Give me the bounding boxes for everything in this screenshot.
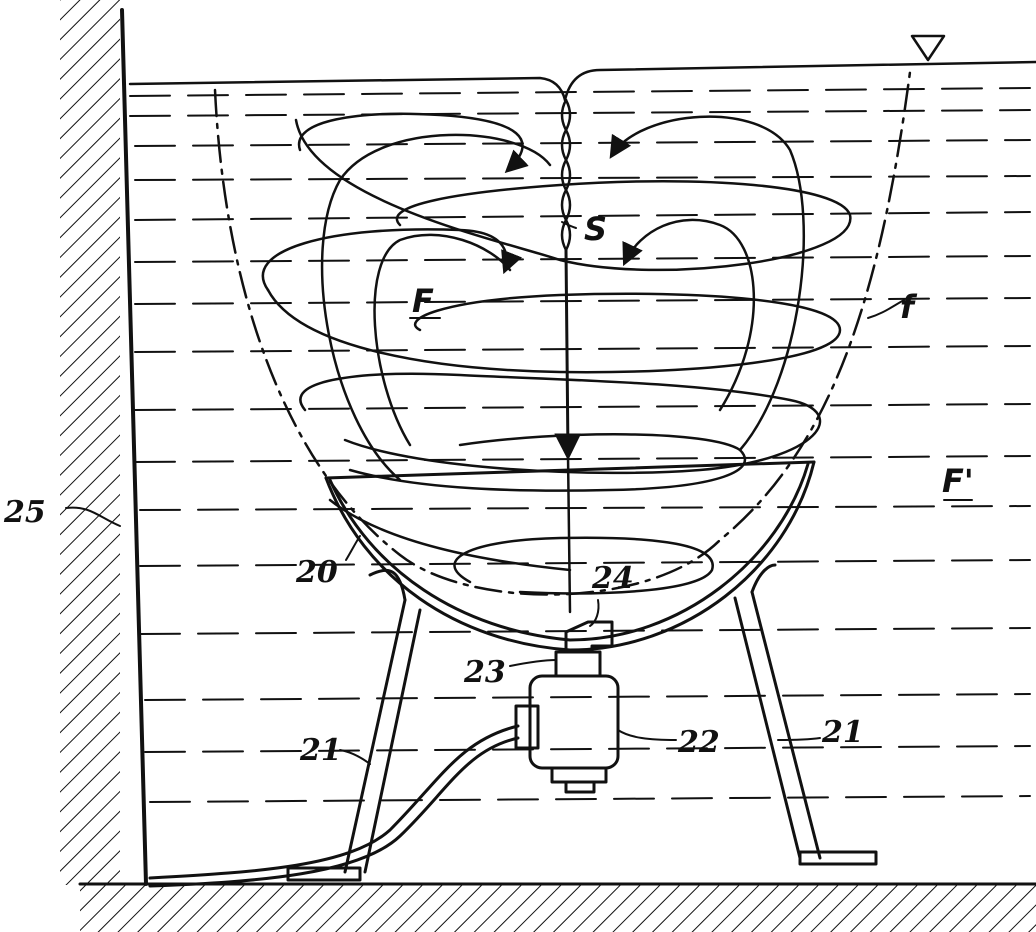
water-dash-lines	[129, 87, 1031, 803]
label-leg-21-right: 21	[821, 715, 864, 750]
label-bowl-20: 20	[295, 555, 338, 590]
power-cable	[148, 724, 520, 880]
wall-line	[120, 8, 148, 886]
wall-hatch	[60, 0, 120, 885]
water-level-triangle-icon	[910, 34, 946, 62]
spiral-flow	[261, 112, 852, 595]
label-nozzle-24: 24	[591, 561, 634, 596]
vortex-axis-lower	[566, 453, 572, 614]
vortex-core-twist-b	[560, 98, 572, 252]
water-surface	[128, 34, 1036, 102]
label-f-inner: F	[412, 282, 434, 320]
vortex-axis-arrow	[554, 248, 582, 461]
stand-legs	[286, 563, 878, 882]
ground-hatch	[80, 885, 1036, 932]
label-wall-25: 25	[3, 495, 46, 530]
bowl-20	[324, 460, 816, 652]
label-f-outer: F'	[942, 462, 974, 500]
leader-lines	[65, 221, 973, 765]
power-cable-b	[148, 736, 520, 888]
pump-22	[514, 620, 620, 794]
label-f-curve: f	[900, 288, 918, 326]
label-s: S	[584, 210, 607, 248]
label-leg-21-left: 21	[299, 733, 342, 768]
toroidal-loops	[320, 115, 806, 482]
label-pump-22: 22	[677, 725, 720, 760]
label-seal-23: 23	[463, 655, 506, 690]
